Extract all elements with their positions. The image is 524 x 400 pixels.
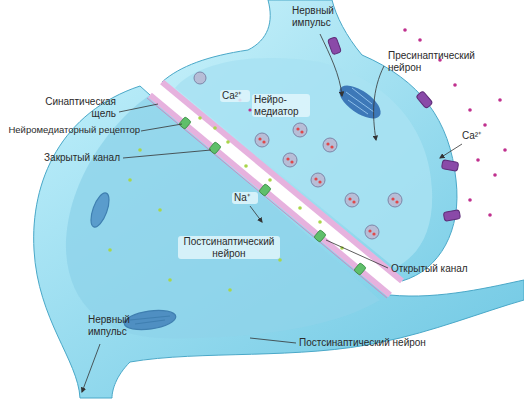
leader-line xyxy=(123,150,211,158)
neurotransmitter-dot xyxy=(318,180,321,183)
calcium-channel xyxy=(416,91,433,109)
mitochondrion xyxy=(334,79,386,125)
calcium-ion xyxy=(503,148,507,152)
vesicle xyxy=(293,123,307,137)
released-neurotransmitter xyxy=(298,206,302,210)
vesicle xyxy=(283,153,297,167)
callout-label: Нейро- медиатор xyxy=(252,94,310,117)
released-neurotransmitter xyxy=(318,220,322,224)
vesicle xyxy=(311,173,325,187)
released-neurotransmitter xyxy=(228,288,232,292)
callout-label: Закрытый канал xyxy=(20,152,120,164)
vesicle xyxy=(323,138,337,152)
postsynaptic-neuron xyxy=(123,307,177,332)
vesicle xyxy=(194,72,402,239)
leader-line xyxy=(320,34,342,96)
calcium-ion xyxy=(493,173,497,177)
calcium-channel xyxy=(441,160,458,172)
presynaptic-neuron xyxy=(175,58,432,268)
neurotransmitter-dot xyxy=(326,142,329,145)
leader-line xyxy=(141,124,182,131)
callout-label: Нервный импульс xyxy=(292,5,350,28)
receptor xyxy=(354,263,367,276)
neurotransmitter-dot xyxy=(262,140,265,143)
released-neurotransmitter xyxy=(213,126,217,130)
leader-line xyxy=(82,344,100,392)
neurotransmitter-dot xyxy=(330,145,333,148)
receptor xyxy=(179,117,367,276)
callout-label: Ca²⁺ xyxy=(462,130,492,142)
calcium-ion xyxy=(418,38,422,42)
released-neurotransmitter xyxy=(108,248,112,252)
vesicle xyxy=(255,133,269,147)
callout-label: Нейромедиаторный рецептор xyxy=(1,125,140,136)
neurotransmitter-dot xyxy=(352,200,355,203)
leader-line xyxy=(119,104,158,112)
callout-label: Пресинаптический нейрон xyxy=(388,50,488,73)
released-neurotransmitter xyxy=(168,278,172,282)
calcium-ion xyxy=(476,158,480,162)
released-neurotransmitter xyxy=(158,208,162,212)
calcium-ion xyxy=(468,108,472,112)
released-neurotransmitter xyxy=(108,116,344,292)
calcium-channel xyxy=(443,210,460,222)
receptor xyxy=(179,117,192,130)
leader-line xyxy=(440,144,462,158)
neurotransmitter-dot xyxy=(300,130,303,133)
presynaptic-neuron xyxy=(162,0,457,281)
calcium-ion xyxy=(238,28,506,217)
neurotransmitter-dot xyxy=(258,137,261,140)
neurotransmitter-dot xyxy=(372,232,375,235)
calcium-ion xyxy=(468,198,472,202)
calcium-ion xyxy=(403,28,407,32)
released-neurotransmitter xyxy=(226,140,230,144)
neurotransmitter-dot xyxy=(348,197,351,200)
callout-label: Синаптическая щель xyxy=(22,96,116,119)
neurotransmitter-dot xyxy=(314,177,317,180)
calcium-ion xyxy=(483,123,487,127)
vesicle xyxy=(388,193,402,207)
vesicle xyxy=(345,193,359,207)
callout-label: Постсинаптический нейрон xyxy=(178,236,280,259)
vesicle xyxy=(194,72,206,84)
calcium-ion xyxy=(453,83,457,87)
neurotransmitter-dot xyxy=(395,200,398,203)
calcium-ion xyxy=(488,213,492,217)
receptor xyxy=(314,230,327,243)
callout-label: Открытый канал xyxy=(391,263,501,275)
neurotransmitter-dot xyxy=(296,127,299,130)
receptor xyxy=(259,184,272,197)
callout-label: Ca²⁺ xyxy=(220,90,250,102)
leader-line xyxy=(250,206,262,222)
leader-line xyxy=(250,338,296,343)
presynaptic-neuron xyxy=(162,0,461,281)
leader-line xyxy=(374,66,384,140)
released-neurotransmitter xyxy=(244,164,248,168)
mitochondrion xyxy=(334,79,386,125)
neurotransmitter-dot xyxy=(290,160,293,163)
neurotransmitter-dot xyxy=(286,157,289,160)
calcium-channel xyxy=(328,37,342,55)
released-neurotransmitter xyxy=(198,116,202,120)
callout-label: Постсинаптический нейрон xyxy=(299,337,469,349)
callout-label: Na⁺ xyxy=(232,192,258,204)
vesicle xyxy=(365,225,379,239)
leader-line xyxy=(326,240,388,268)
released-neurotransmitter xyxy=(278,258,282,262)
callout-label: Нервный импульс xyxy=(88,314,144,337)
calcium-ion xyxy=(498,98,502,102)
released-neurotransmitter xyxy=(138,148,142,152)
released-neurotransmitter xyxy=(128,178,132,182)
mitochondrion xyxy=(346,88,374,114)
neurotransmitter-dot xyxy=(368,229,371,232)
receptor xyxy=(209,142,222,155)
postsynaptic-neuron xyxy=(87,191,112,230)
neurotransmitter-dot xyxy=(258,127,398,235)
postsynaptic-neuron xyxy=(87,191,177,333)
neurotransmitter-dot xyxy=(391,197,394,200)
postsynaptic-neuron xyxy=(130,316,170,324)
released-neurotransmitter xyxy=(268,178,272,182)
